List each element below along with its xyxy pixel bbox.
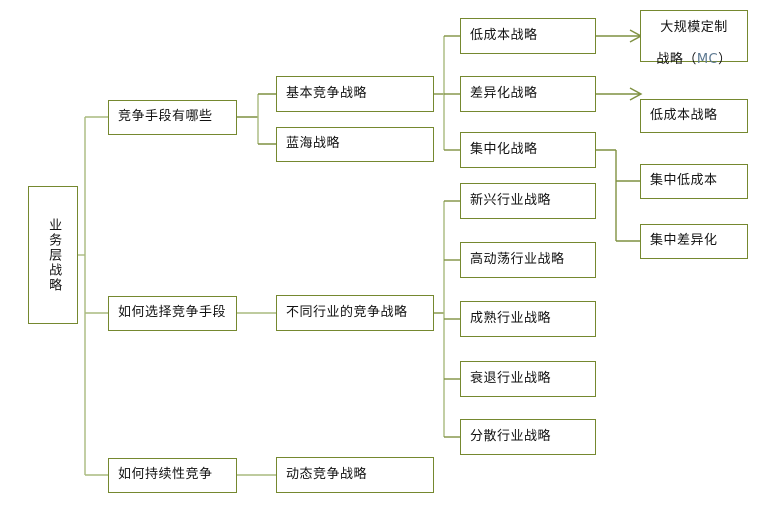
node-industry-mature[interactable]: 成熟行业战略 [460,301,596,337]
node-industry-emerging[interactable]: 新兴行业战略 [460,183,596,219]
node-l5-focus-differentiation[interactable]: 集中差异化 [640,224,748,259]
node-l4-differentiation-strategy[interactable]: 差异化战略 [460,76,596,112]
node-l3-industry-competitive-strategy[interactable]: 不同行业的竞争战略 [276,295,434,331]
node-l3-dynamic-competition-strategy[interactable]: 动态竞争战略 [276,457,434,493]
node-l2-how-to-choose[interactable]: 如何选择竞争手段 [108,296,237,331]
node-l3-basic-competitive-strategy[interactable]: 基本竞争战略 [276,76,434,112]
node-l5-focus-low-cost[interactable]: 集中低成本 [640,164,748,199]
mc-line-1: 大规模定制 [660,19,728,35]
node-label-mass-customization: 大规模定制 战略（MC） [656,4,731,69]
node-root[interactable]: 业务层战略 [28,186,78,324]
node-industry-declining[interactable]: 衰退行业战略 [460,361,596,397]
mc-line-3: ） [718,52,732,68]
mc-abbreviation: MC [696,52,719,68]
mc-line-2: 战略（ [656,52,697,68]
node-l2-sustainable-competition[interactable]: 如何持续性竞争 [108,458,237,493]
node-l5-mass-customization[interactable]: 大规模定制 战略（MC） [640,10,748,67]
node-l5-low-cost-strategy[interactable]: 低成本战略 [640,99,748,133]
node-industry-fragmented[interactable]: 分散行业战略 [460,419,596,455]
node-industry-turbulent[interactable]: 高动荡行业战略 [460,242,596,278]
node-l2-competition-methods[interactable]: 竞争手段有哪些 [108,100,237,135]
node-l4-low-cost-strategy[interactable]: 低成本战略 [460,18,596,54]
node-l3-blue-ocean-strategy[interactable]: 蓝海战略 [276,127,434,162]
node-l4-focus-strategy[interactable]: 集中化战略 [460,132,596,168]
